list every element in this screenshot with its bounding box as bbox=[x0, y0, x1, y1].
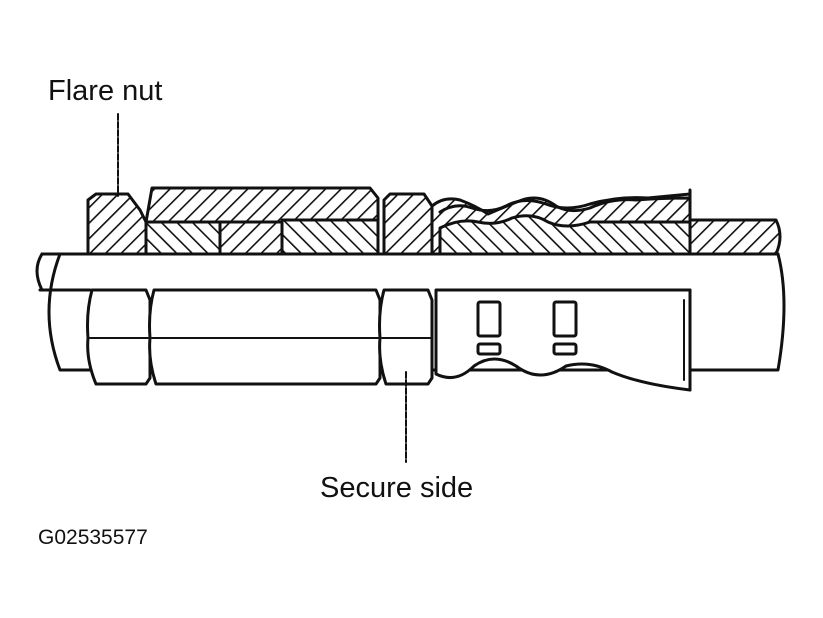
secure-side-label: Secure side bbox=[320, 472, 473, 504]
flare-nut-hex-lower bbox=[86, 288, 152, 386]
figure-id: G02535577 bbox=[38, 526, 148, 549]
hose-fitting-section bbox=[430, 188, 782, 256]
secure-side-nut-hex-lower bbox=[378, 288, 434, 386]
union-body-section bbox=[144, 186, 380, 256]
secure-side-nut-section bbox=[382, 192, 434, 256]
hose-fitting-lower bbox=[434, 288, 692, 392]
flare-nut-section bbox=[86, 192, 148, 256]
flare-nut-label: Flare nut bbox=[48, 75, 162, 107]
union-body-lower bbox=[148, 288, 382, 386]
